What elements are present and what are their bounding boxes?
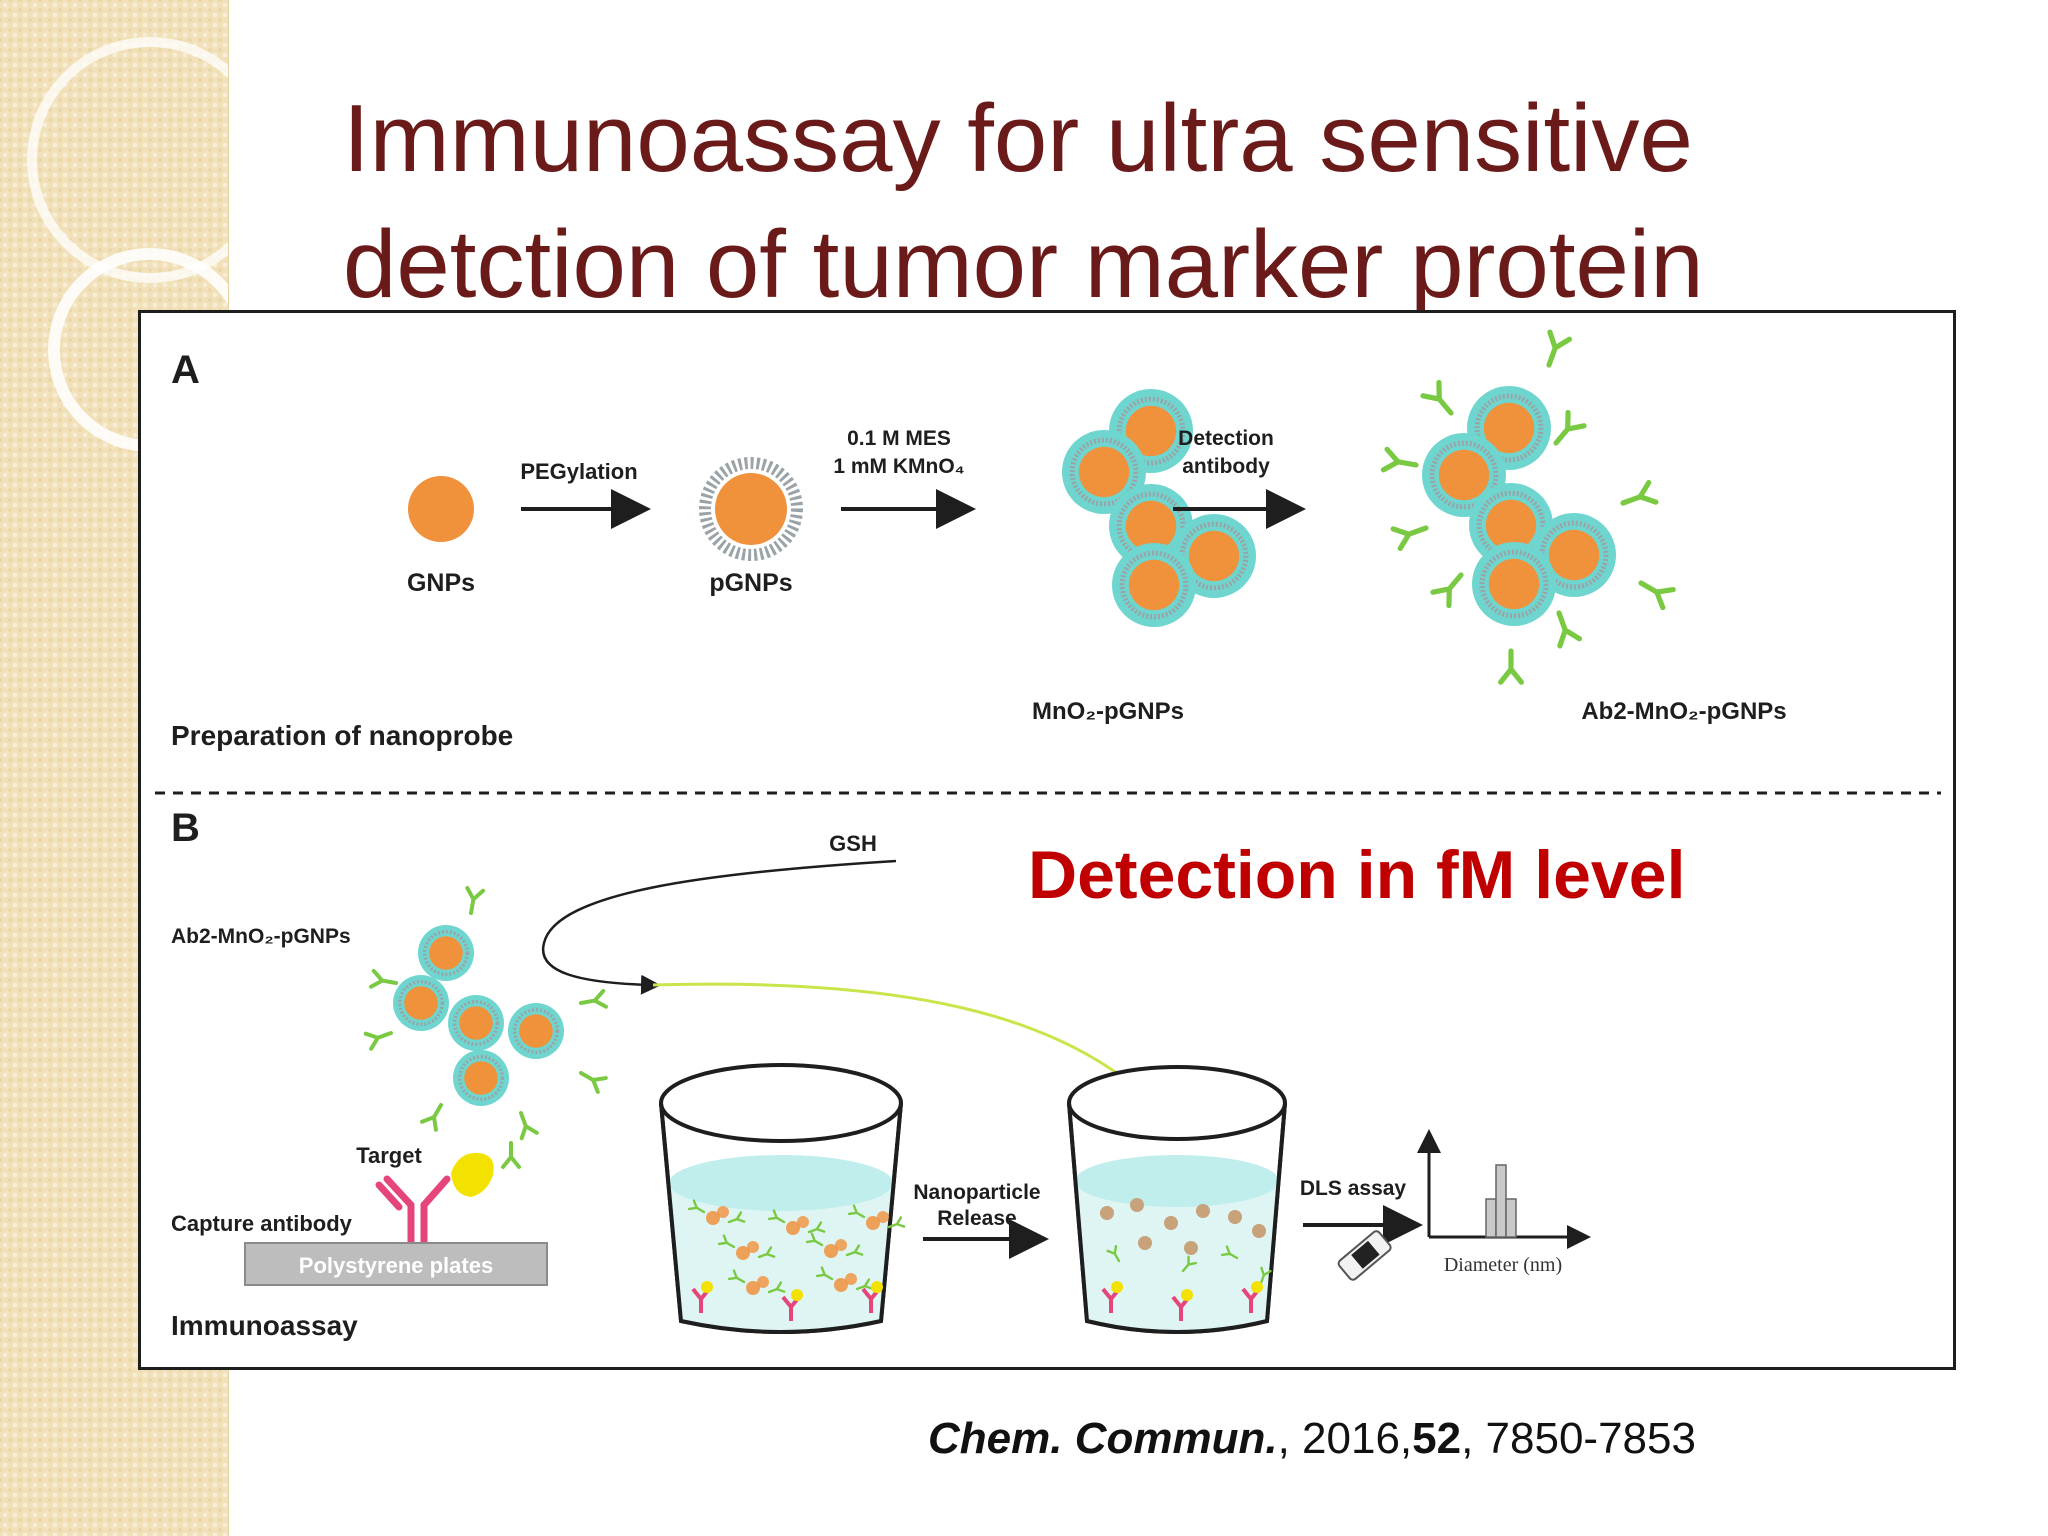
detection-label-1: Detection [1178, 427, 1274, 450]
pegylation-label: PEGylation [520, 459, 637, 484]
citation-volume: 52 [1412, 1414, 1462, 1463]
detection-antibody-icon [1556, 610, 1583, 649]
well-1-nanoprobes [687, 1199, 906, 1321]
citation-year: , 2016, [1277, 1414, 1413, 1463]
ab2-mno2-pgnps-label-a: Ab2-MnO₂-pGNPs [1581, 698, 1786, 725]
detection-antibody-icon [579, 988, 609, 1009]
detection-antibody-icon [465, 885, 486, 915]
reaction-well-2 [1067, 1065, 1287, 1334]
polystyrene-plate-label: Polystyrene plates [299, 1253, 493, 1278]
detection-antibody-icon [1498, 648, 1524, 685]
gnp-particle [408, 476, 474, 542]
detection-antibody-icon [579, 1071, 608, 1094]
mno2-coated-particle [393, 975, 449, 1031]
ab2-mno2-pgnp-cluster [1380, 329, 1676, 685]
reaction-well-1 [659, 1063, 903, 1334]
panel-a-section-title: Preparation of nanoprobe [171, 720, 513, 751]
target-protein [451, 1152, 494, 1197]
detection-level-highlight: Detection in fM level [1028, 837, 1686, 913]
detection-antibody-icon [363, 1031, 393, 1051]
detection-antibody-icon [767, 1209, 786, 1224]
gsh-label: GSH [829, 831, 877, 856]
mno2-coated-particle [418, 925, 474, 981]
mno2-coated-particle [1472, 542, 1556, 626]
detection-antibody-icon [1620, 479, 1659, 506]
bound-nanoprobe-cluster [363, 885, 609, 1169]
mno2-pgnps-label: MnO₂-pGNPs [1032, 698, 1184, 725]
detection-antibody-icon [815, 1266, 834, 1281]
detection-antibody-icon [807, 1221, 826, 1234]
detection-antibody-icon [687, 1199, 706, 1214]
detection-antibody-icon [727, 1211, 746, 1224]
mno2-coated-particle [508, 1003, 564, 1059]
detection-antibody-icon [717, 1234, 736, 1249]
detection-antibody-icon [855, 1278, 874, 1291]
detection-antibody-icon [1546, 329, 1573, 368]
well-2-released-particles [1100, 1198, 1272, 1321]
detection-antibody-icon [887, 1216, 906, 1229]
detection-antibody-icon [501, 1141, 521, 1169]
detection-antibody-icon [1430, 572, 1464, 609]
title-line-2: detction of tumor marker protein [343, 211, 1704, 318]
gnp-release-arrow [652, 982, 1158, 1108]
mno2-coated-particle [1469, 483, 1553, 567]
detection-antibody-icon [1420, 379, 1454, 416]
panel-a-label: A [171, 348, 200, 392]
detection-antibody-icon [847, 1204, 866, 1219]
citation-pages: , 7850-7853 [1461, 1414, 1696, 1463]
detection-antibody-icon [368, 968, 398, 989]
detection-label-2: antibody [1182, 455, 1270, 478]
title-line-1: Immunoassay for ultra sensitive [343, 85, 1693, 192]
mno2-coated-particle [1422, 433, 1506, 517]
capture-antibody-label: Capture antibody [171, 1211, 353, 1236]
mno2-coated-particle [448, 995, 504, 1051]
detection-antibody-icon [1220, 1245, 1239, 1260]
detection-antibody-icon [519, 1111, 539, 1141]
gnps-label: GNPs [407, 569, 475, 597]
mno2-coated-particle [453, 1050, 509, 1106]
mno2-coated-particle [1062, 430, 1146, 514]
slide-title: Immunoassay for ultra sensitive detction… [343, 76, 1983, 328]
pgnps-label: pGNPs [709, 569, 792, 597]
detection-antibody-icon [1380, 446, 1419, 473]
dls-x-axis-label: Diameter (nm) [1444, 1254, 1562, 1276]
mno2-coated-particle [1109, 484, 1193, 568]
cuvette-icon [1337, 1230, 1392, 1281]
panel-b-label: B [171, 806, 200, 850]
detection-antibody-icon [1259, 1266, 1272, 1285]
detection-antibody-icon [1390, 525, 1429, 552]
nanoprobe-immunoassay-diagram: A GNPs PEGylation pGNPs 0.1 M MES 1 mM K… [155, 329, 1941, 1341]
ab2-mno2-pgnps-label-b: Ab2-MnO₂-pGNPs [171, 925, 351, 948]
detection-antibody-icon [1181, 1255, 1198, 1273]
dls-assay-label: DLS assay [1300, 1177, 1407, 1200]
release-label-1: Nanoparticle [913, 1181, 1040, 1204]
panel-b-section-title: Immunoassay [171, 1310, 358, 1341]
capture-antibody [375, 1175, 451, 1247]
mno2-pgnp-cluster [1062, 389, 1256, 627]
detection-antibody-icon [767, 1281, 786, 1294]
detection-antibody-icon [1106, 1244, 1121, 1263]
detection-antibody-icon [845, 1244, 864, 1257]
polystyrene-plate [244, 1242, 548, 1286]
gsh-arrow [541, 859, 897, 995]
condition-kmno4: 1 mM KMnO₄ [833, 455, 964, 478]
detection-antibody-icon [1553, 409, 1587, 446]
mno2-coated-particle [1112, 543, 1196, 627]
detection-antibody-icon [1638, 580, 1676, 611]
target-label: Target [356, 1143, 422, 1168]
detection-antibody-icon [805, 1232, 824, 1247]
figure-panel: A GNPs PEGylation pGNPs 0.1 M MES 1 mM K… [138, 310, 1956, 1370]
release-label-2: Release [937, 1207, 1016, 1230]
citation: Chem. Commun., 2016,52, 7850-7853 [928, 1414, 1696, 1464]
detection-antibody-icon [420, 1103, 443, 1132]
condition-mes: 0.1 M MES [847, 427, 951, 450]
citation-journal: Chem. Commun. [928, 1414, 1278, 1463]
pgnp-particle [699, 457, 803, 561]
detection-antibody-icon [757, 1246, 776, 1259]
dls-histogram [1417, 1129, 1591, 1249]
detection-antibody-icon [727, 1269, 746, 1284]
